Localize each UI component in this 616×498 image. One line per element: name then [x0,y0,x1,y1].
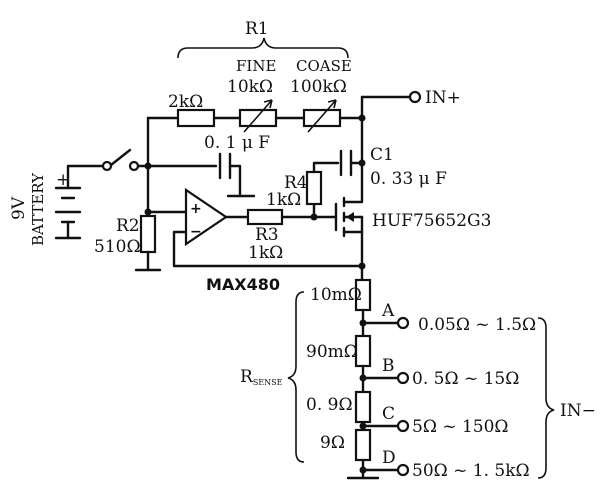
r3-value: 1kΩ [248,243,283,263]
switch-lever [109,148,132,167]
pot-fine-name: FINE [236,57,276,75]
pot-coarse-arrow [307,99,337,133]
battery-label: BATTERY [29,172,47,246]
pot-fine [238,108,278,128]
mosfet-label: HUF75652G3 [372,211,491,231]
mosfet-drain-lead [342,194,364,204]
wire-battery-top [66,164,105,190]
rsense-resistor-2 [354,334,372,368]
terminal-tap-a [396,316,410,330]
terminal-tap-c [396,419,410,433]
rsense-resistor-4 [354,428,372,462]
in-plus-terminal [408,90,422,104]
r1-brace [177,37,349,59]
in-minus-brace [537,317,555,479]
node-c1-drain [358,159,366,167]
r3-label: R3 [255,225,279,245]
c1-value: 0. 33 μ F [370,169,447,189]
tap-b-range: 0. 5Ω ~ 15Ω [412,369,519,389]
pot-fine-arrow [243,99,273,133]
pot-coarse-value: 100kΩ [290,77,347,97]
resistor-r3 [246,208,284,226]
tap-d-label: D [382,448,396,468]
opamp-triangle [184,187,228,247]
wire-r4-c1 [312,161,340,174]
resistor-2k-value: 2kΩ [168,92,203,112]
battery-voltage: 9V [9,196,29,220]
rsense-value-4: 9Ω [320,433,345,453]
battery-plus: + [56,170,70,190]
rsense-value-2: 90mΩ [306,342,358,362]
rsense-brace [287,291,305,463]
tap-a-range: 0.05Ω ~ 1.5Ω [418,315,536,335]
switch-contact-left [101,160,113,172]
opamp-minus-sign: − [190,224,202,240]
opamp-plus-sign: + [190,201,202,217]
tap-b-label: B [382,356,395,376]
r2-value: 510Ω [94,237,141,257]
c1-label: C1 [370,145,394,165]
pot-coarse-name: COASE [296,57,352,75]
wire-cap-ground [228,164,242,198]
terminal-tap-d [396,463,410,477]
cap-input-value: 0. 1 μ F [204,133,270,153]
node-top-right [358,114,366,122]
r4-value: 1kΩ [266,190,301,210]
pot-coarse [302,108,342,128]
r2-label: R2 [116,216,140,236]
mosfet-arrow [346,212,354,222]
tap-c-label: C [382,404,395,424]
in-plus-label: IN+ [425,88,461,108]
rsense-label: RSENSE [240,367,283,387]
r1-label: R1 [245,19,269,39]
in-minus-label: IN− [560,401,596,421]
resistor-r4 [305,170,323,206]
resistor-r2 [139,214,157,254]
tap-d-range: 50Ω ~ 1. 5kΩ [412,461,530,481]
opamp-label: MAX480 [206,275,280,294]
r4-label: R4 [284,173,308,193]
resistor-2k [176,108,216,128]
rsense-value-3: 0. 9Ω [306,395,353,415]
pot-fine-value: 10kΩ [227,77,273,97]
tap-c-range: 5Ω ~ 150Ω [412,417,509,437]
wire-opamp-minus [172,230,364,268]
tap-a-label: A [381,301,395,321]
terminal-tap-b [396,371,410,385]
rsense-value-1: 10mΩ [310,285,362,305]
rsense-resistor-3 [354,390,372,424]
